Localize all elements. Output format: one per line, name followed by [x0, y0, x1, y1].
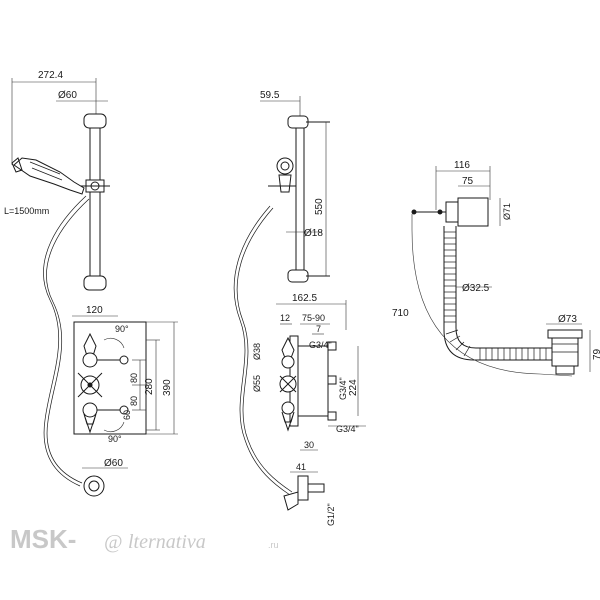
dim-41: 41	[296, 462, 306, 472]
dim-7: 7	[316, 324, 321, 334]
side-outlet	[297, 475, 309, 501]
dim-dia-71: Ø71	[502, 203, 512, 220]
shower-head-side	[276, 157, 294, 175]
waste-flange	[547, 329, 583, 339]
dim-angle-90-top: 90°	[115, 324, 129, 334]
dim-g34-mid: G3/4"	[338, 377, 348, 400]
overflow-body	[457, 197, 489, 227]
valve-body-side	[297, 345, 329, 417]
rail-bottom-bracket	[83, 275, 107, 291]
dim-dia-60-bottom: Ø60	[104, 458, 123, 469]
dim-59-5: 59.5	[260, 90, 280, 101]
dim-dia-18: Ø18	[304, 228, 323, 239]
side-hose	[233, 205, 291, 496]
dim-75-90: 75-90	[302, 313, 325, 323]
dim-g34-bottom: G3/4"	[336, 424, 359, 434]
dim-dia-73: Ø73	[558, 314, 577, 325]
watermark-rest: lternativa	[128, 531, 206, 553]
dim-dia-38: Ø38	[252, 343, 262, 360]
rail-top-bracket	[83, 113, 107, 129]
shower-hose	[43, 195, 87, 487]
dim-g12: G1/2"	[326, 503, 336, 526]
dim-280: 280	[144, 378, 155, 395]
watermark-at: @	[104, 531, 122, 553]
middle-view: 59.5 550 Ø18 162.5 12 75-90 7	[233, 90, 366, 526]
waste-hose-outer	[443, 226, 552, 361]
hand-shower	[11, 157, 85, 195]
dim-120: 120	[86, 305, 103, 316]
dim-dia-55: Ø55	[252, 375, 262, 392]
dim-390: 390	[162, 379, 173, 396]
dim-75: 75	[462, 176, 474, 187]
dim-hose-length: L=1500mm	[4, 206, 49, 216]
dim-272-4: 272.4	[38, 70, 63, 81]
left-view: 272.4 Ø60 L=1500mm 120	[4, 70, 178, 497]
dim-g34-top: G3/4"	[309, 340, 332, 350]
cross-handle-mid	[77, 372, 103, 398]
waste-hose-inner	[455, 226, 552, 349]
lever-handle-top	[82, 332, 129, 368]
dim-dia-60-top: Ø60	[58, 90, 77, 101]
watermark-domain: .ru	[268, 540, 279, 550]
dim-angle-90-bottom: 90°	[108, 434, 122, 444]
right-view: 116 75 Ø71	[392, 160, 600, 377]
dim-80-a: 80	[129, 373, 139, 383]
dim-60-v: 60	[122, 410, 132, 420]
dim-30: 30	[304, 440, 314, 450]
side-riser	[295, 123, 305, 275]
lever-handle-bottom	[82, 402, 129, 434]
wall-outlet	[83, 475, 105, 497]
dim-116: 116	[454, 160, 470, 171]
dim-80-b: 80	[129, 396, 139, 406]
riser-rail	[89, 119, 101, 291]
dim-224: 224	[348, 379, 359, 396]
dim-12: 12	[280, 313, 290, 323]
watermark-brand: MSK-	[10, 524, 76, 554]
dim-710: 710	[392, 308, 409, 319]
dim-79: 79	[592, 348, 600, 360]
dim-162-5: 162.5	[292, 293, 317, 304]
dim-dia-32-5: Ø32.5	[462, 283, 490, 294]
dim-550: 550	[314, 198, 325, 215]
watermark: MSK- @ lternativa .ru	[10, 524, 279, 554]
hose-corrugations	[444, 231, 547, 360]
